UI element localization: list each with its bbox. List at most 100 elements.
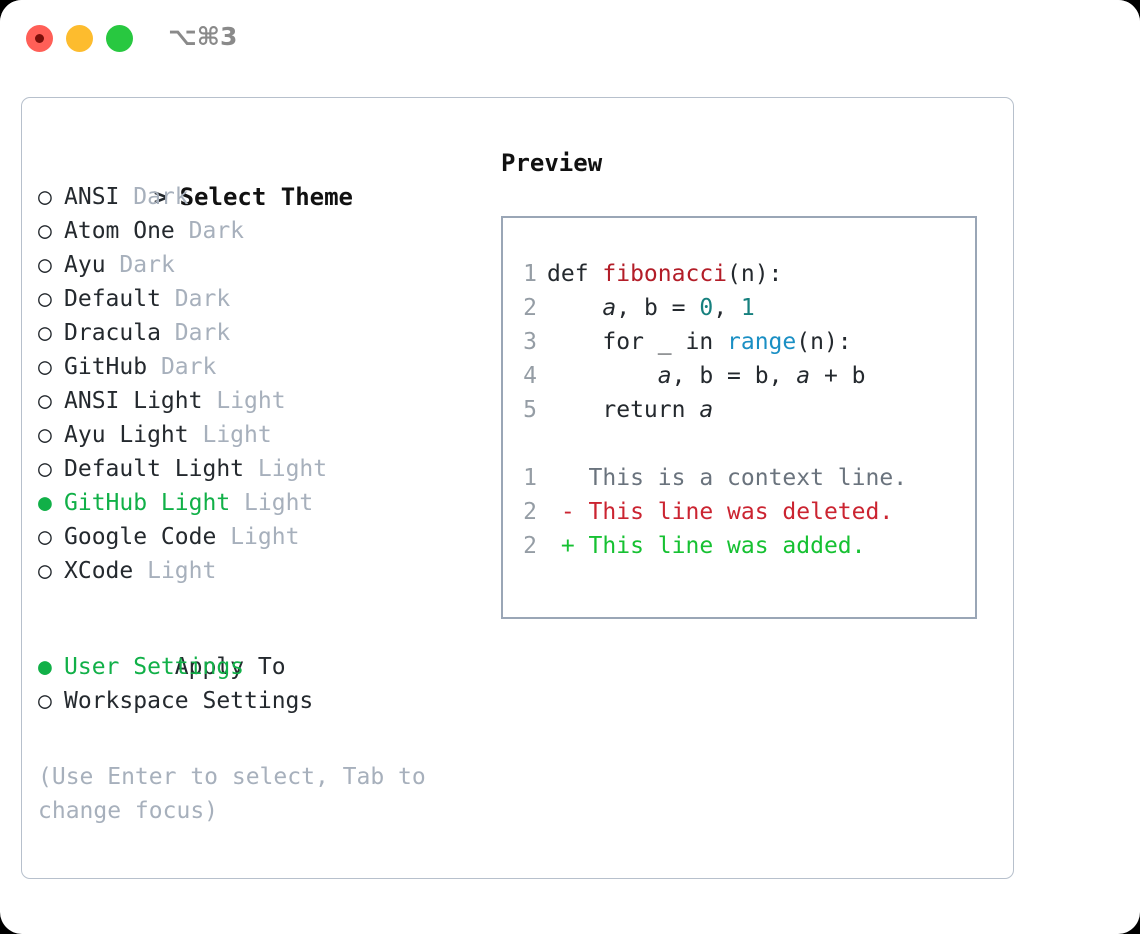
theme-list: ○ANSI Dark○Atom One Dark○Ayu Dark○Defaul… xyxy=(38,180,468,588)
theme-name-tag-gap xyxy=(230,490,244,516)
theme-variant-tag: Dark xyxy=(174,286,231,312)
radio-unselected-icon[interactable]: ○ xyxy=(38,456,52,482)
theme-list-item[interactable]: ○Ayu Light Light xyxy=(38,418,468,452)
apply-to-option[interactable]: ○ Workspace Settings xyxy=(38,684,468,718)
diff-line: 2 + This line was added. xyxy=(515,529,967,563)
radio-unselected-icon[interactable]: ○ xyxy=(38,252,52,278)
radio-unselected-icon[interactable]: ○ xyxy=(38,218,52,244)
theme-variant-tag: Dark xyxy=(188,218,245,244)
radio-unselected-icon[interactable]: ○ xyxy=(38,422,52,448)
theme-list-item[interactable]: ○GitHub Dark xyxy=(38,350,468,384)
radio-unselected-icon[interactable]: ○ xyxy=(38,320,52,346)
radio-unselected-icon[interactable]: ○ xyxy=(38,388,52,414)
section-spacer xyxy=(38,588,468,616)
theme-list-item[interactable]: ○ Ayu Dark xyxy=(38,248,468,282)
theme-list-item[interactable]: ○ Google Code Light xyxy=(38,520,468,554)
theme-list-item[interactable]: ○Atom One Dark xyxy=(38,214,468,248)
theme-name-tag-gap xyxy=(161,286,175,312)
apply-to-title-row: ○Apply To xyxy=(38,616,468,680)
apply-to-option-label: Workspace Settings xyxy=(64,688,314,714)
theme-variant-tag: Dark xyxy=(119,252,175,278)
theme-name-tag-gap xyxy=(244,456,258,482)
code-line-number: 2 xyxy=(523,295,537,321)
theme-variant-tag: Dark xyxy=(133,184,189,210)
theme-name: Default xyxy=(64,286,161,312)
minimize-window-icon[interactable] xyxy=(66,25,93,52)
prompt-marker: > xyxy=(153,183,169,211)
radio-selected-icon[interactable]: ● xyxy=(38,490,52,516)
radio-unselected-icon[interactable]: ○ xyxy=(38,524,52,550)
diff-line-number: 1 xyxy=(523,465,537,491)
theme-variant-tag: Light xyxy=(202,422,272,448)
code-token: (n): xyxy=(727,261,783,287)
code-token: for _ in xyxy=(547,329,728,355)
theme-name-tag-gap xyxy=(175,218,189,244)
code-token: a xyxy=(699,397,714,423)
code-token: a xyxy=(657,363,672,389)
theme-list-item[interactable]: ○ ANSI Light Light xyxy=(38,384,468,418)
theme-name: ANSI Light xyxy=(64,388,203,414)
theme-list-item[interactable]: ○Default Light Light xyxy=(38,452,468,486)
theme-list-item[interactable]: ○ Default Dark xyxy=(38,282,468,316)
theme-list-item[interactable]: ○ ANSI Dark xyxy=(38,180,468,214)
code-token: fibonacci xyxy=(602,261,728,287)
diff-text: This is a context line. xyxy=(574,465,908,491)
close-window-icon[interactable] xyxy=(26,25,53,52)
keyboard-shortcut-label: ⌥⌘3 xyxy=(168,22,238,51)
apply-to-option[interactable]: ● User Settings xyxy=(38,650,468,684)
code-line-number: 5 xyxy=(523,397,537,423)
diff-sign: - xyxy=(547,499,575,525)
keyboard-hint: (Use Enter to select, Tab to change focu… xyxy=(38,764,440,824)
diff-sign xyxy=(547,465,575,491)
diff-text: This line was deleted. xyxy=(574,499,894,525)
diff-line: 1 This is a context line. xyxy=(515,461,967,495)
radio-unselected-icon[interactable]: ○ xyxy=(38,286,52,312)
diff-line-number: 2 xyxy=(523,499,537,525)
diff-line: 2 - This line was deleted. xyxy=(515,495,967,529)
content-panel: >Select Theme ○ANSI Dark○Atom One Dark○A… xyxy=(21,97,1014,879)
theme-name: Google Code xyxy=(64,524,217,550)
theme-name-tag-gap xyxy=(133,558,147,584)
theme-name: ANSI xyxy=(64,184,120,210)
theme-name-tag-gap xyxy=(189,422,203,448)
radio-selected-icon[interactable]: ● xyxy=(38,654,52,680)
maximize-window-icon[interactable] xyxy=(106,25,133,52)
diff-text: This line was added. xyxy=(574,533,866,559)
theme-name: GitHub Light xyxy=(64,490,231,516)
theme-variant-tag: Dark xyxy=(160,354,217,380)
theme-name: Dracula xyxy=(64,320,161,346)
theme-list-item[interactable]: ●GitHub Light Light xyxy=(38,486,468,520)
theme-picker-column: >Select Theme ○ANSI Dark○Atom One Dark○A… xyxy=(38,146,468,718)
radio-unselected-icon[interactable]: ○ xyxy=(38,354,52,380)
theme-list-item[interactable]: ○XCode Light xyxy=(38,554,468,588)
theme-picker-title-row: > Select Theme xyxy=(38,146,468,211)
code-line: 3 for _ in range(n): xyxy=(515,325,967,359)
code-token: 0 xyxy=(699,295,714,321)
theme-name-tag-gap xyxy=(202,388,216,414)
radio-unselected-icon[interactable]: ○ xyxy=(38,558,52,584)
code-line: 5 return a xyxy=(515,393,967,427)
code-token: def xyxy=(547,261,603,287)
apply-to-title: Apply To xyxy=(174,654,286,680)
theme-variant-tag: Light xyxy=(216,388,286,414)
radio-unselected-icon[interactable]: ○ xyxy=(38,688,52,714)
page-title: Select Theme xyxy=(179,183,353,211)
code-token: , xyxy=(713,295,741,321)
theme-name: XCode xyxy=(64,558,134,584)
theme-list-item[interactable]: ○Dracula Dark xyxy=(38,316,468,350)
code-token: , b = b, xyxy=(671,363,797,389)
code-line-number: 4 xyxy=(523,363,537,389)
apply-to-option-label: User Settings xyxy=(64,654,245,680)
theme-variant-tag: Light xyxy=(230,524,300,550)
radio-unselected-icon[interactable]: ○ xyxy=(38,184,52,210)
preview-title: Preview xyxy=(501,149,603,177)
code-token: , xyxy=(616,295,644,321)
theme-name: Ayu xyxy=(64,252,106,278)
diff-line-number: 2 xyxy=(523,533,537,559)
theme-name-tag-gap xyxy=(161,320,175,346)
